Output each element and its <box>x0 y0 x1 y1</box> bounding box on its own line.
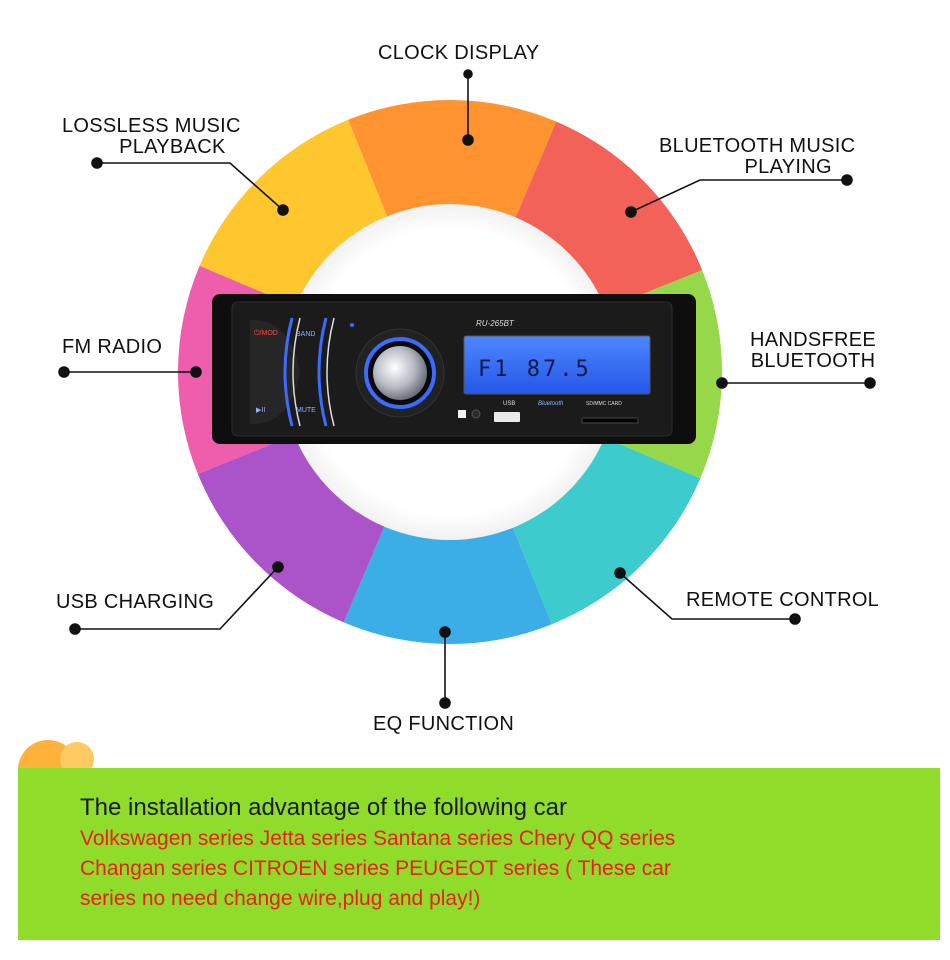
leader-usb <box>75 566 279 630</box>
radio-button-glow-1 <box>283 317 294 427</box>
volume-knob[interactable] <box>373 346 427 400</box>
play-pause-button-label[interactable]: ▶II <box>256 407 265 414</box>
dot-usb-end <box>69 623 81 635</box>
leader-lines <box>58 69 876 709</box>
feature-ring-graphic: ⏻/MOD BAND ▶II MUTE RU-265BT F1 87.5 USB… <box>58 69 876 709</box>
compatibility-line-3: series no need change wire,plug and play… <box>80 887 481 910</box>
dot-clock-end <box>463 69 473 79</box>
aux-port-icon <box>471 409 481 419</box>
leader-remote <box>619 572 795 620</box>
card-slot-label: SD/MMC CARD <box>586 401 622 407</box>
ring-segment <box>343 519 552 644</box>
lcd-frequency: F1 87.5 <box>478 357 592 382</box>
feature-handsfree-bluetooth: HANDSFREE BLUETOOTH <box>750 330 876 372</box>
leader-lossless <box>97 162 284 211</box>
dot-bt-music <box>625 206 637 218</box>
compatibility-headline: The installation advantage of the follow… <box>80 794 567 821</box>
feature-usb-charging: USB CHARGING <box>56 591 215 613</box>
feature-clock-display: CLOCK DISPLAY <box>378 42 540 64</box>
feature-lossless-playback: LOSSLESS MUSIC PLAYBACK <box>62 116 241 158</box>
ring-segment <box>197 431 388 623</box>
feature-bt-music-line1: BLUETOOTH MUSIC <box>659 135 856 157</box>
car-radio: ⏻/MOD BAND ▶II MUTE RU-265BT F1 87.5 USB… <box>212 294 696 444</box>
compatibility-line-1: Volkswagen series Jetta series Santana s… <box>80 827 676 850</box>
dot-fm <box>190 366 202 378</box>
feature-lossless-line1: LOSSLESS MUSIC <box>62 115 241 137</box>
feature-handsfree-line1: HANDSFREE <box>750 329 877 351</box>
dot-usb <box>272 561 284 573</box>
radio-button-glow-2 <box>317 317 328 427</box>
dot-eq-end <box>439 697 451 709</box>
mode-button-label[interactable]: ⏻/MOD <box>254 329 278 337</box>
usb-port-label: USB <box>503 401 515 407</box>
dot-remote <box>614 567 626 579</box>
feature-fm-radio: FM RADIO <box>62 336 163 358</box>
bluetooth-label: Bluetooth <box>538 401 564 407</box>
model-number: RU-265BT <box>476 319 515 328</box>
feature-eq-function: EQ FUNCTION <box>373 713 515 735</box>
power-indicator-icon <box>350 323 354 327</box>
dot-handsfree <box>716 377 728 389</box>
compatibility-panel: The installation advantage of the follow… <box>18 768 940 940</box>
radio-button-edge-1 <box>292 317 301 427</box>
dot-clock <box>462 134 474 146</box>
ir-sensor <box>458 410 466 418</box>
lcd-display <box>463 335 651 395</box>
dot-bt-music-end <box>841 174 853 186</box>
color-ring <box>178 100 722 644</box>
dot-lossless <box>277 204 289 216</box>
feature-lossless-line2: PLAYBACK <box>119 136 226 158</box>
dot-remote-end <box>789 613 801 625</box>
dot-handsfree-end <box>864 377 876 389</box>
mute-button-label[interactable]: MUTE <box>296 407 316 414</box>
usb-port[interactable] <box>494 412 520 422</box>
dot-eq <box>439 626 451 638</box>
feature-handsfree-line2: BLUETOOTH <box>750 350 876 372</box>
compatibility-list: Volkswagen series Jetta series Santana s… <box>80 824 675 914</box>
ring-segment <box>348 100 557 225</box>
band-button-label[interactable]: BAND <box>296 331 315 338</box>
feature-bluetooth-music: BLUETOOTH MUSIC PLAYING <box>659 136 855 178</box>
dot-fm-end <box>58 366 70 378</box>
compatibility-line-2: Changan series CITROEN series PEUGEOT se… <box>80 857 671 880</box>
ring-segment <box>512 121 703 313</box>
feature-diagram: ⏻/MOD BAND ▶II MUTE RU-265BT F1 87.5 USB… <box>56 42 880 735</box>
feature-remote-control: REMOTE CONTROL <box>686 589 880 611</box>
leader-bt-music <box>630 179 847 213</box>
ring-segment <box>509 434 701 625</box>
dot-lossless-end <box>91 157 103 169</box>
ring-segment <box>199 119 391 310</box>
radio-button-edge-2 <box>326 317 335 427</box>
feature-bt-music-line2: PLAYING <box>744 156 832 178</box>
sd-card-slot[interactable] <box>581 417 639 424</box>
